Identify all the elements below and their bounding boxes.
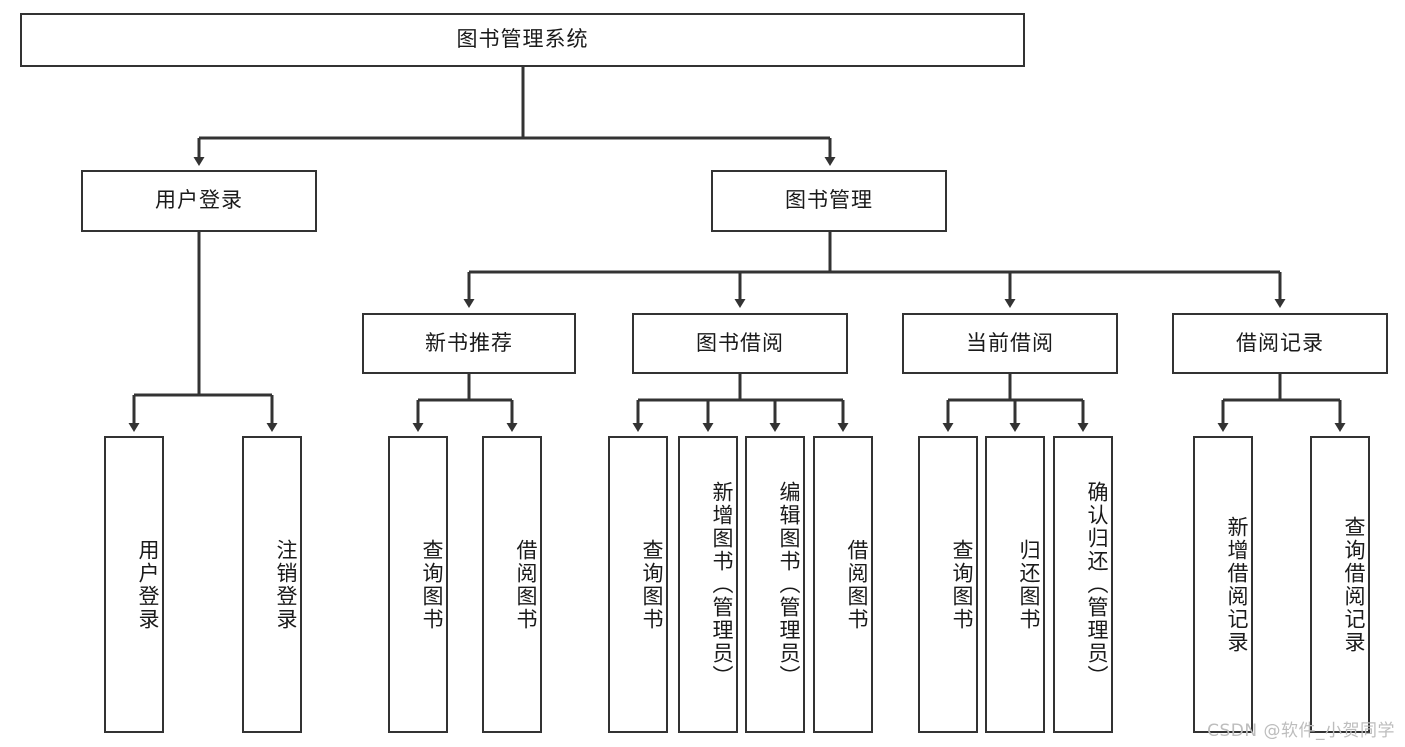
node-label: 查询借阅记录: [1342, 515, 1366, 654]
node-borrow-record[interactable]: 借阅记录: [1172, 313, 1388, 374]
node-label: 图书管理: [785, 188, 873, 213]
leaf-query-book-recommend[interactable]: 查询图书: [388, 436, 448, 733]
node-label: 当前借阅: [966, 330, 1054, 355]
node-label: 查询图书: [640, 538, 664, 631]
node-book-management[interactable]: 图书管理: [711, 170, 947, 232]
node-new-book-recommend[interactable]: 新书推荐: [362, 313, 576, 374]
leaf-query-book-current[interactable]: 查询图书: [918, 436, 978, 733]
node-current-borrow[interactable]: 当前借阅: [902, 313, 1118, 374]
node-root-system[interactable]: 图书管理系统: [20, 13, 1025, 67]
leaf-logout[interactable]: 注销登录: [242, 436, 302, 733]
node-label: 确认归还（管理员）: [1085, 481, 1109, 688]
leaf-add-borrow-record[interactable]: 新增借阅记录: [1193, 436, 1253, 733]
node-label: 注销登录: [274, 538, 298, 631]
node-label: 查询图书: [420, 538, 444, 631]
leaf-user-login[interactable]: 用户登录: [104, 436, 164, 733]
node-label: 归还图书: [1017, 538, 1041, 631]
leaf-edit-book-admin[interactable]: 编辑图书（管理员）: [745, 436, 805, 733]
node-label: 借阅记录: [1236, 330, 1324, 355]
leaf-borrow-book-recommend[interactable]: 借阅图书: [482, 436, 542, 733]
node-label: 用户登录: [136, 538, 160, 631]
node-book-borrow[interactable]: 图书借阅: [632, 313, 848, 374]
leaf-add-book-admin[interactable]: 新增图书（管理员）: [678, 436, 738, 733]
leaf-return-book[interactable]: 归还图书: [985, 436, 1045, 733]
node-label: 编辑图书（管理员）: [777, 481, 801, 688]
node-label: 用户登录: [155, 188, 243, 213]
node-label: 新书推荐: [425, 330, 513, 355]
leaf-confirm-return-admin[interactable]: 确认归还（管理员）: [1053, 436, 1113, 733]
leaf-borrow-book[interactable]: 借阅图书: [813, 436, 873, 733]
node-label: 新增图书（管理员）: [710, 481, 734, 688]
node-label: 借阅图书: [514, 538, 538, 631]
node-label: 图书管理系统: [456, 27, 589, 52]
node-label: 图书借阅: [696, 330, 784, 355]
leaf-query-book-borrow[interactable]: 查询图书: [608, 436, 668, 733]
node-user-login[interactable]: 用户登录: [81, 170, 317, 232]
leaf-query-borrow-record[interactable]: 查询借阅记录: [1310, 436, 1370, 733]
node-label: 借阅图书: [845, 538, 869, 631]
node-label: 查询图书: [950, 538, 974, 631]
watermark: CSDN @软件_小贺同学: [1207, 721, 1395, 741]
node-label: 新增借阅记录: [1225, 515, 1249, 654]
